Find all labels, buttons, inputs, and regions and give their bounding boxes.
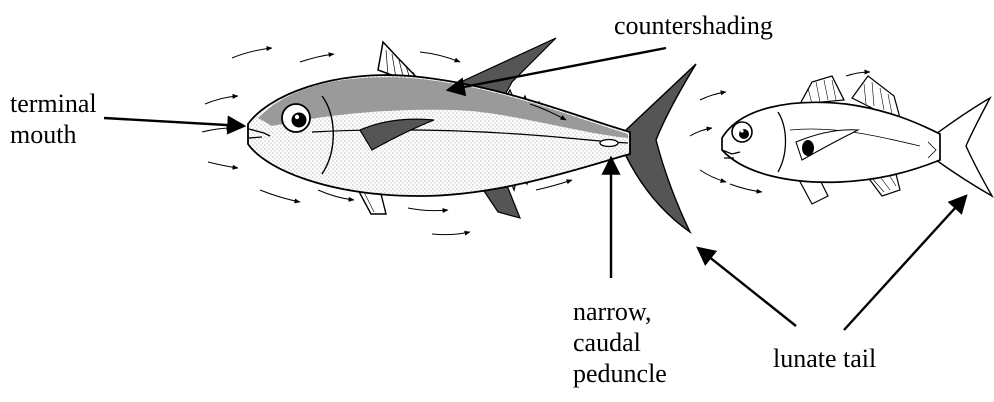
label-caudal-peduncle-line3: peduncle bbox=[573, 358, 667, 389]
label-caudal-peduncle: narrow, caudal peduncle bbox=[573, 296, 667, 389]
label-terminal-mouth: terminal mouth bbox=[10, 88, 97, 150]
label-caudal-peduncle-line2: caudal bbox=[573, 327, 667, 358]
label-caudal-peduncle-line1: narrow, bbox=[573, 296, 667, 327]
label-countershading: countershading bbox=[614, 10, 773, 41]
jack-fish bbox=[722, 76, 992, 204]
tuna-peduncle-keel bbox=[600, 140, 618, 147]
jack-lunate-tail bbox=[936, 98, 992, 196]
tuna-lunate-tail bbox=[626, 64, 696, 232]
label-lunate-tail: lunate tail bbox=[773, 343, 876, 374]
label-terminal-mouth-line2: mouth bbox=[10, 119, 97, 150]
terminal-mouth-pointer-arrow bbox=[104, 118, 244, 126]
countershading-pointer-arrow bbox=[448, 48, 666, 90]
jack-pectoral-spot bbox=[802, 140, 814, 156]
lunate-tail-pointer-arrow-right bbox=[844, 196, 966, 330]
lunate-tail-pointer-arrow-left bbox=[698, 248, 796, 326]
label-terminal-mouth-line1: terminal bbox=[10, 88, 97, 119]
jack-dorsal-fin bbox=[800, 76, 844, 104]
tuna-fish bbox=[248, 38, 696, 232]
